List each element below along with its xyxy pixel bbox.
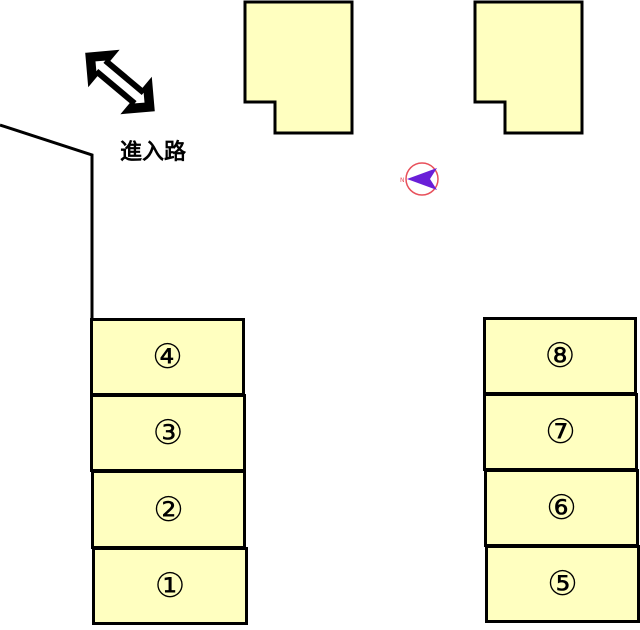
parking-slot-1: ① <box>92 547 248 625</box>
building-right <box>473 0 584 135</box>
compass-north-label: N <box>400 177 405 184</box>
entrance-label: 進入路 <box>120 140 187 165</box>
parking-slot-2: ② <box>91 470 246 549</box>
entrance-arrow-icon <box>85 49 155 115</box>
property-boundary-line <box>0 123 94 318</box>
compass-icon: N <box>400 162 439 196</box>
building-left <box>243 0 354 135</box>
parking-slot-4: ④ <box>90 318 245 396</box>
parking-slot-3: ③ <box>90 394 246 472</box>
parking-slot-6: ⑥ <box>484 469 639 547</box>
parking-slot-8: ⑧ <box>483 317 637 395</box>
parking-slot-7: ⑦ <box>483 393 638 471</box>
parking-slot-5: ⑤ <box>485 545 640 623</box>
